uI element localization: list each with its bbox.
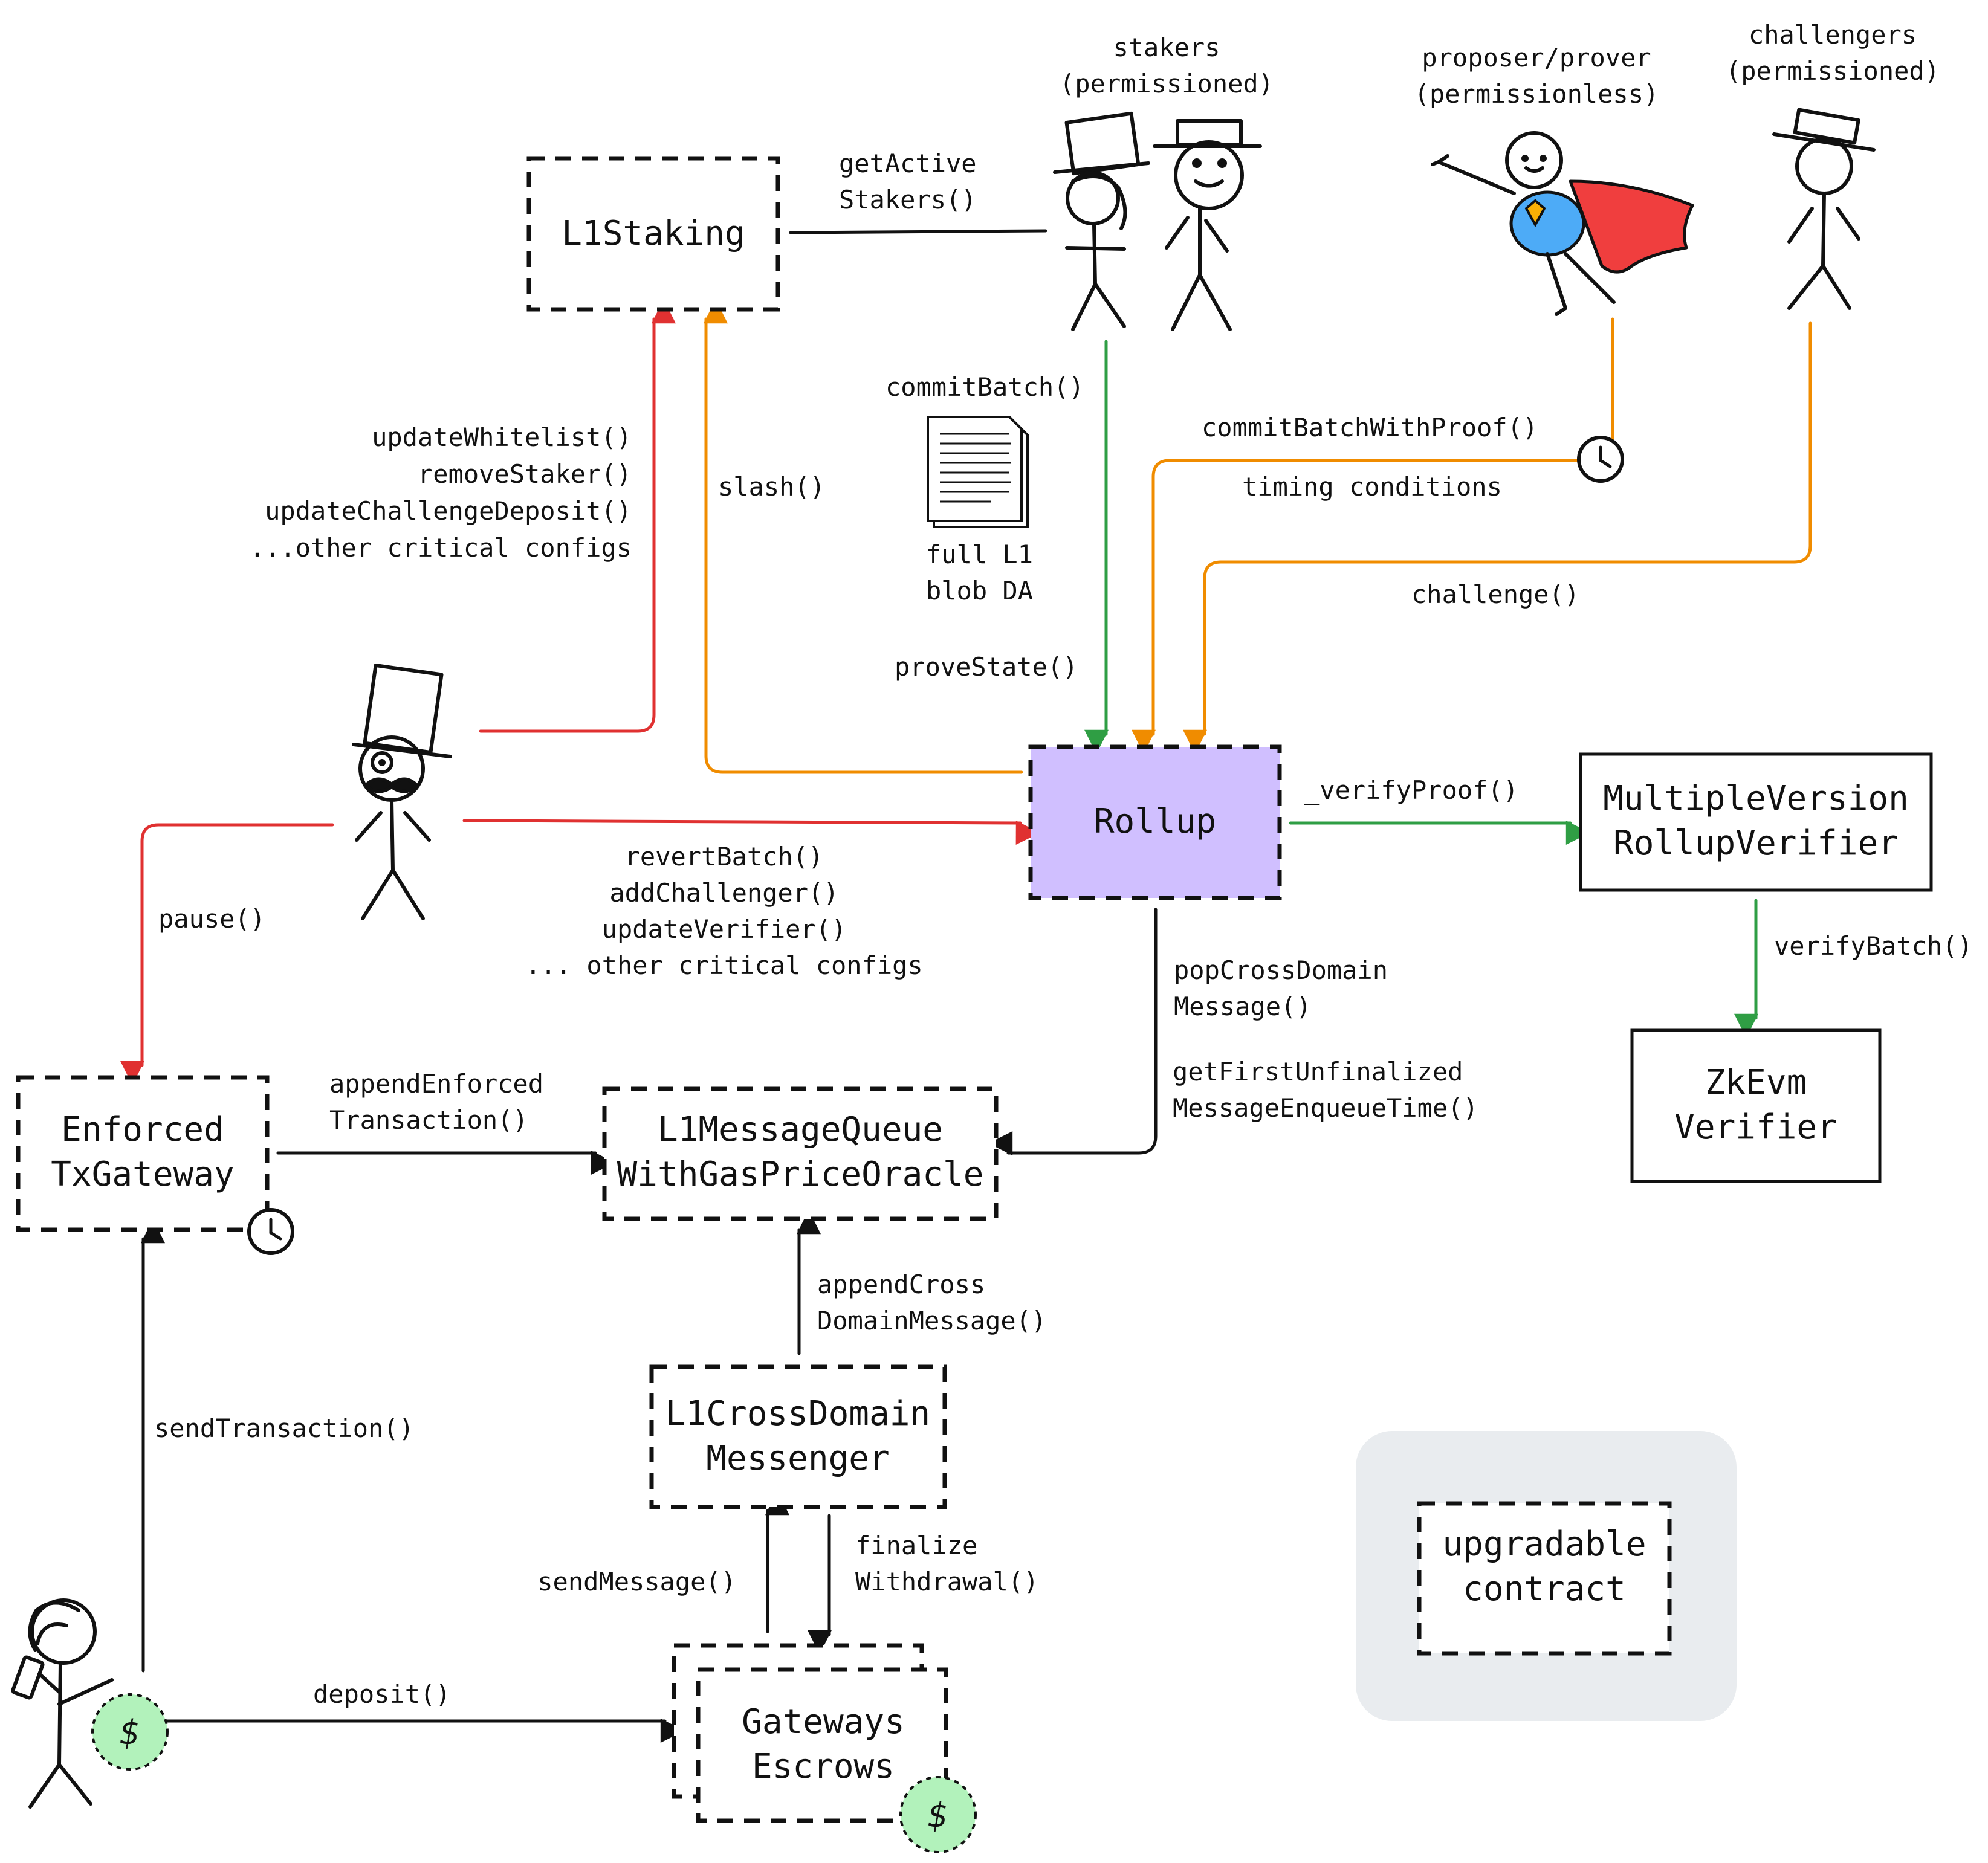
challenge-arrow [1183, 321, 1812, 754]
prove-state-label: proveState() [895, 652, 1078, 682]
commit-with-proof-arrow [1132, 317, 1614, 754]
deposit-label: deposit() [313, 1679, 451, 1709]
rollup-box[interactable]: Rollup [1028, 744, 1282, 900]
timing-conditions-label: timing conditions [1242, 472, 1502, 502]
challengers-title: challengers(permissioned) [1726, 20, 1940, 86]
slash-label: slash() [718, 472, 825, 502]
verify-batch-label: verifyBatch() [1774, 931, 1973, 961]
slash-arrow [704, 299, 1023, 774]
rollup-label: Rollup [1094, 802, 1216, 841]
rollup-to-queue-arrow [988, 908, 1158, 1155]
commit-batch-label: commitBatch() [886, 372, 1084, 402]
proposer-title: proposer/prover(permissionless) [1414, 43, 1659, 109]
user-figure-icon [11, 1598, 114, 1809]
coin-icon: $ [899, 1776, 977, 1853]
challenger-figure-icon [1772, 108, 1876, 310]
coin-icon: $ [91, 1693, 169, 1771]
challenge-label: challenge() [1411, 580, 1579, 609]
coin-symbol: $ [120, 1713, 140, 1752]
owner-to-rollup-arrow [462, 819, 1040, 845]
owner-figure-icon [352, 663, 452, 920]
proposer-figure-icon [1431, 131, 1694, 316]
l1staking-box[interactable]: L1Staking [526, 156, 780, 312]
pause-label: pause() [158, 904, 265, 934]
commit-with-proof-label: commitBatchWithProof() [1202, 413, 1538, 442]
verify-proof-label: _verifyProof() [1304, 775, 1518, 805]
owner-staking-calls-label: updateWhitelist()removeStaker()updateCha… [250, 422, 632, 563]
send-message-label: sendMessage() [537, 1567, 736, 1597]
get-active-stakers-line [789, 229, 1047, 234]
legend-upgradable-box [1417, 1501, 1672, 1656]
l1staking-label: L1Staking [562, 214, 745, 253]
staker-figure-icon [1053, 111, 1150, 331]
document-icon [927, 416, 1029, 528]
clock-icon [247, 1208, 294, 1255]
clock-icon [1577, 436, 1624, 483]
coin-symbol: $ [928, 1796, 948, 1835]
owner-to-staking-arrow [479, 299, 676, 733]
owner-rollup-calls-label: revertBatch()addChallenger()updateVerifi… [525, 842, 922, 980]
send-transaction-label: sendTransaction() [154, 1413, 414, 1443]
staker-figure-icon [1153, 119, 1262, 331]
pause-arrow [120, 823, 334, 1085]
stakers-title: stakers(permissioned) [1060, 33, 1274, 98]
